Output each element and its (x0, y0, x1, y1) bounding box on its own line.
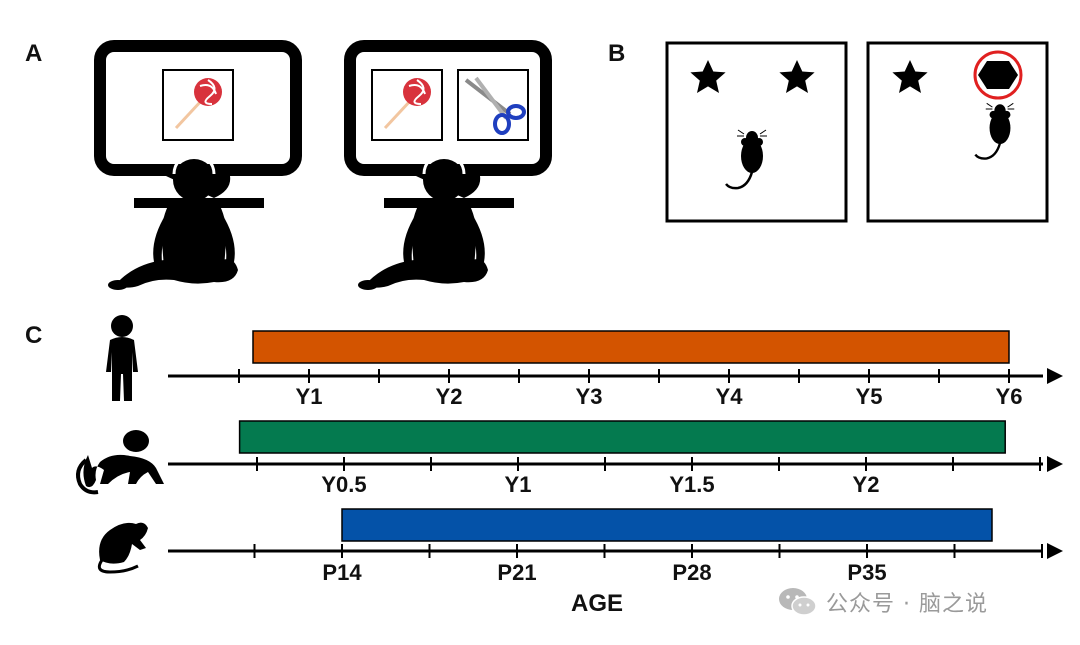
tick-label: P14 (322, 560, 362, 585)
lollipop-icon (174, 78, 222, 130)
rat-silhouette-icon (97, 522, 148, 574)
tick-label: Y3 (576, 384, 603, 409)
panel-c-label: C (25, 322, 43, 349)
monkey-silhouette-icon (76, 430, 164, 495)
age-bar-monkey (238, 420, 1006, 454)
axis-arrow-human (1047, 368, 1063, 384)
axis-title: AGE (571, 590, 623, 617)
tick-label: Y2 (853, 472, 880, 497)
watermark-text: 公众号 · 脑之说 (826, 592, 988, 617)
tick-label: Y1 (296, 384, 323, 409)
hexagon-icon (978, 61, 1018, 89)
tick-label: Y6 (996, 384, 1023, 409)
child-silhouette-icon (106, 315, 138, 401)
panel-b-label: B (608, 40, 626, 67)
tick-label: P21 (497, 560, 536, 585)
scissors-icon (464, 76, 526, 135)
panel-a-label: A (25, 40, 43, 67)
lollipop-icon (383, 78, 431, 130)
age-bar-human (252, 330, 1010, 364)
tick-label: Y0.5 (321, 472, 366, 497)
axis-arrow-rodent (1047, 543, 1063, 559)
tick-label: Y2 (436, 384, 463, 409)
tick-label: Y1.5 (669, 472, 714, 497)
arena-box (665, 41, 848, 223)
tick-label: P35 (847, 560, 886, 585)
age-bar-rodent (341, 508, 993, 542)
wechat-icon (779, 588, 817, 616)
tick-label: P28 (672, 560, 711, 585)
tick-label: Y1 (505, 472, 532, 497)
watermark: 公众号 · 脑之说 (778, 584, 988, 620)
axis-arrow-monkey (1047, 456, 1063, 472)
tick-label: Y4 (716, 384, 744, 409)
tick-label: Y5 (856, 384, 883, 409)
panel-a (94, 40, 552, 292)
panel-b (665, 41, 1049, 223)
